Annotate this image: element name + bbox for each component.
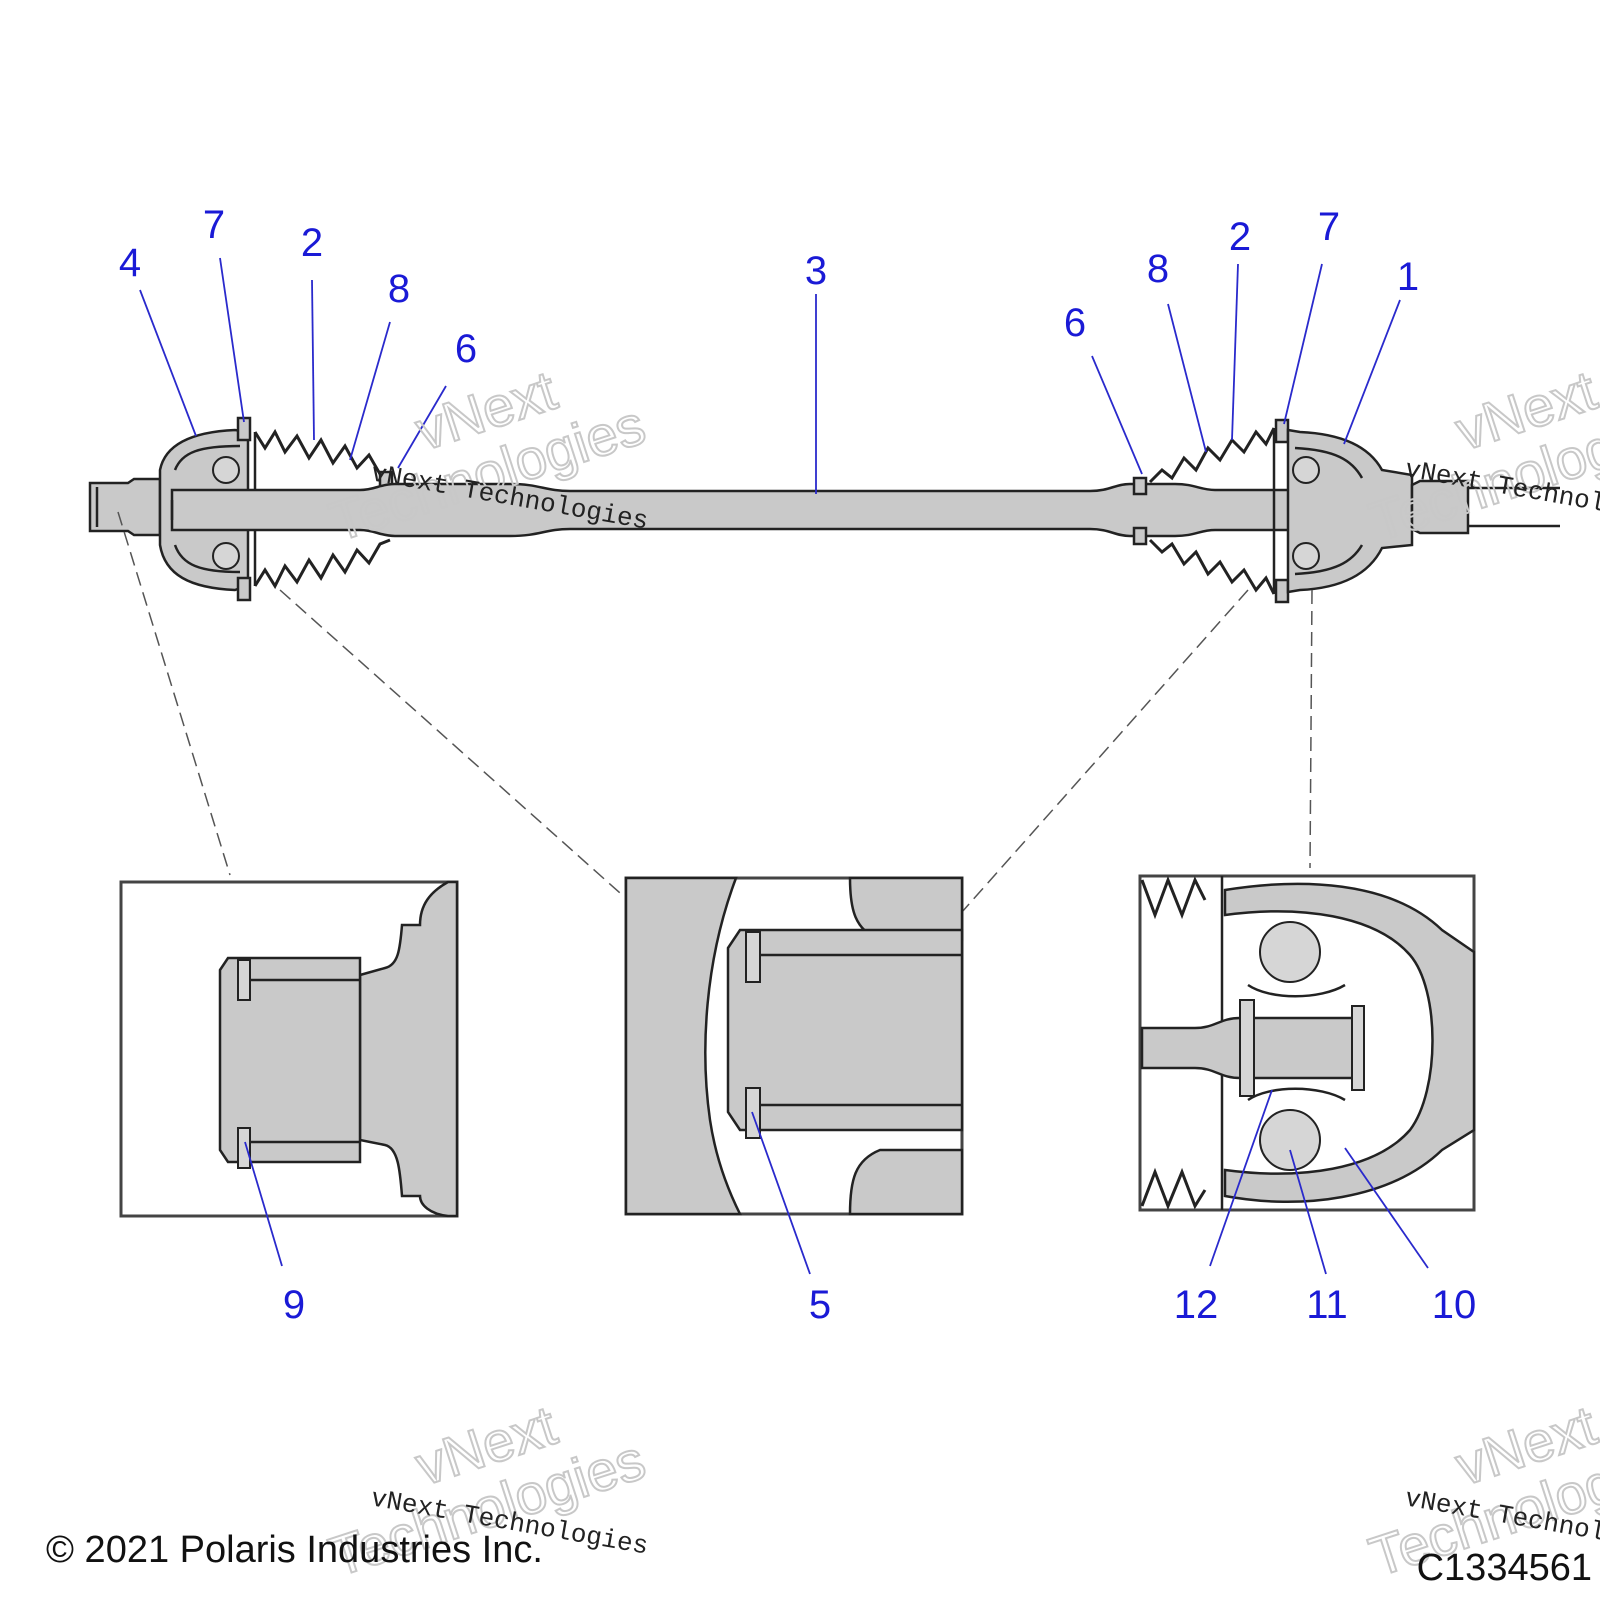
left-ball-bottom — [212, 542, 240, 570]
left-ball-top — [212, 456, 240, 484]
left-housing-inner-top — [173, 444, 241, 471]
detail-box-shaft-clip — [624, 876, 964, 1216]
right-stub-shaft — [1410, 479, 1470, 535]
detail3-ball-bottom — [1259, 1109, 1321, 1171]
detail1-ring-top — [237, 959, 251, 1001]
leader-12 — [1209, 1089, 1273, 1267]
detail2-shaft — [726, 928, 964, 1132]
right-boot-top — [1148, 427, 1276, 484]
right-inner-clamp — [1132, 476, 1148, 496]
leader-4-left — [139, 289, 197, 437]
left-stub-shaft — [88, 477, 162, 537]
watermark-top-right: vNext Technologies — [1361, 357, 1600, 554]
leader-11 — [1289, 1149, 1327, 1275]
callout-7-left: 7 — [203, 203, 225, 247]
callout-10: 10 — [1432, 1283, 1477, 1327]
detail3-housing — [1223, 882, 1476, 1203]
leader-7-left — [219, 257, 245, 423]
projection-middle-right — [961, 589, 1249, 913]
leader-2-left — [311, 279, 315, 441]
callout-8-left: 8 — [388, 267, 410, 311]
detail2-left-body — [624, 876, 743, 1216]
right-outer-clamp-top — [1274, 418, 1290, 444]
detail2-clip-top — [745, 931, 761, 983]
figure-code: C1334561 — [1417, 1547, 1592, 1589]
callout-9: 9 — [283, 1283, 305, 1327]
detail1-shaft — [218, 956, 362, 1164]
right-inner-clamp-bottom — [1132, 526, 1148, 546]
leader-1 — [1343, 299, 1401, 445]
callout-4-left: 4 — [119, 241, 141, 285]
right-housing-inner-top — [1294, 446, 1364, 479]
projection-left — [117, 511, 231, 876]
callout-5: 5 — [809, 1283, 831, 1327]
leader-8-right — [1167, 303, 1207, 453]
right-ball-bottom — [1292, 542, 1320, 570]
leader-6-right — [1091, 355, 1143, 475]
copyright-text: © 2021 Polaris Industries Inc. — [46, 1529, 543, 1571]
detail1-ring-bottom — [237, 1127, 251, 1169]
leader-9 — [244, 1141, 283, 1267]
callout-12: 12 — [1174, 1283, 1219, 1327]
callout-11: 11 — [1306, 1283, 1348, 1327]
detail3-cage — [1247, 983, 1346, 1102]
left-boot-bottom — [253, 538, 391, 590]
detail3-ball-top — [1259, 921, 1321, 983]
detail-box-cv-joint — [1138, 874, 1476, 1212]
callout-6-left: 6 — [455, 327, 477, 371]
detail3-boot-edge-top — [1140, 875, 1207, 920]
projection-middle-left — [279, 589, 621, 894]
right-boot-bottom — [1148, 538, 1276, 595]
leader-2-right — [1231, 263, 1239, 441]
leader-6-left — [397, 385, 447, 469]
callout-1: 1 — [1397, 255, 1419, 299]
leader-10 — [1344, 1147, 1429, 1269]
callout-7-right: 7 — [1318, 205, 1340, 249]
detail2-right-body-bottom — [848, 1148, 964, 1216]
left-outer-clamp-bottom — [236, 576, 252, 602]
right-ball-top — [1292, 456, 1320, 484]
detail3-inner-race-right — [1351, 1005, 1365, 1091]
callout-8-right: 8 — [1147, 247, 1169, 291]
detail3-inner-race-left — [1239, 999, 1255, 1097]
callout-3: 3 — [805, 249, 827, 293]
right-outer-clamp-bottom — [1274, 578, 1290, 604]
detail-box-stub-shaft — [119, 880, 459, 1218]
left-housing-inner-bottom — [173, 544, 241, 574]
detail3-boot-edge-bottom — [1140, 1167, 1207, 1211]
axle-assembly — [88, 416, 1560, 604]
leader-8-left — [349, 321, 391, 461]
callout-6-right: 6 — [1064, 301, 1086, 345]
left-boot-top — [253, 428, 391, 480]
callout-2-right: 2 — [1229, 215, 1251, 259]
projection-right — [1309, 589, 1313, 869]
leader-5 — [751, 1111, 811, 1275]
callout-numbers: 4 7 2 8 6 3 6 8 2 7 1 9 5 12 11 10 — [119, 203, 1476, 1327]
projection-lines — [117, 511, 1313, 913]
leader-7-right — [1283, 263, 1323, 425]
callout-2-left: 2 — [301, 221, 323, 265]
leader-lines — [139, 257, 1429, 1275]
right-housing-inner-bottom — [1294, 544, 1364, 576]
